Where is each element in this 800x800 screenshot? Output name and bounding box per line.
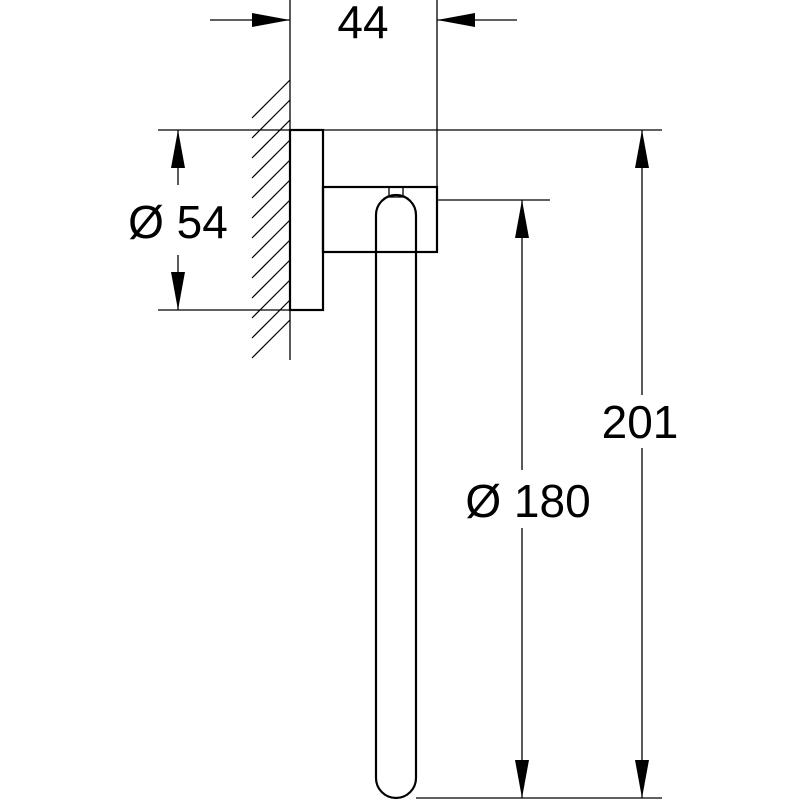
dimension-projection: 44	[210, 0, 517, 187]
towel-ring-product	[288, 128, 439, 800]
dimension-label-mount-diameter: Ø 54	[128, 196, 228, 248]
dimension-label-total-height: 201	[602, 396, 679, 448]
dimension-total-height: 201	[323, 129, 679, 799]
wall	[251, 79, 291, 360]
mounting-plate	[288, 128, 325, 312]
dimension-label-projection: 44	[337, 0, 388, 48]
wall-hatching	[251, 79, 291, 359]
ring-profile	[374, 193, 418, 800]
support-arm	[321, 185, 439, 254]
dimension-label-ring-diameter: Ø 180	[465, 475, 590, 527]
dimension-ring-diameter: Ø 180	[416, 199, 591, 799]
ring-connector	[388, 186, 404, 198]
dimension-mount-diameter: Ø 54	[128, 129, 290, 311]
